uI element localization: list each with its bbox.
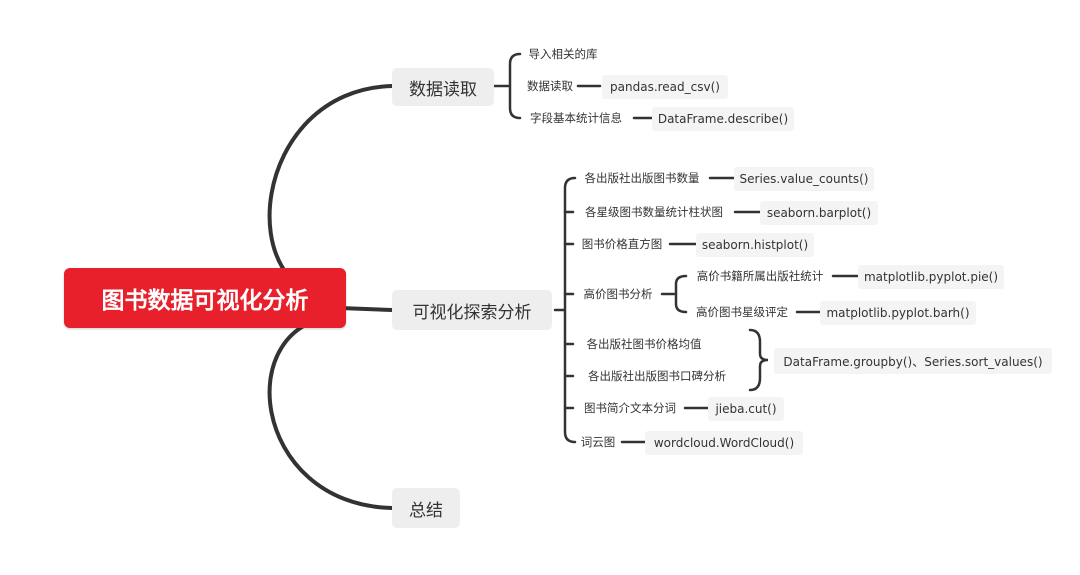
leaf-wordcloud[interactable]: 词云图 <box>580 435 616 449</box>
leaf-reputation[interactable]: 各出版社出版图书口碑分析 <box>588 369 726 383</box>
root-node[interactable]: 图书数据可视化分析 <box>64 268 346 328</box>
leaf-publisher-count[interactable]: 各出版社出版图书数量 <box>584 171 700 185</box>
leaf-segmentation[interactable]: 图书简介文本分词 <box>584 401 676 415</box>
code-wordcloud[interactable]: wordcloud.WordCloud() <box>645 431 803 455</box>
code-barh[interactable]: matplotlib.pyplot.barh() <box>820 301 976 325</box>
leaf-high-price[interactable]: 高价图书分析 <box>583 287 653 301</box>
branch-visual-analysis[interactable]: 可视化探索分析 <box>392 290 552 330</box>
code-pie[interactable]: matplotlib.pyplot.pie() <box>858 265 1004 289</box>
code-value-counts[interactable]: Series.value_counts() <box>734 167 874 191</box>
leaf-read[interactable]: 数据读取 <box>527 79 573 93</box>
branch-summary[interactable]: 总结 <box>392 488 460 528</box>
leaf-field-stats[interactable]: 字段基本统计信息 <box>530 111 622 125</box>
code-describe[interactable]: DataFrame.describe() <box>652 107 794 131</box>
leaf-import-libs[interactable]: 导入相关的库 <box>528 47 598 61</box>
leaf-high-price-star[interactable]: 高价图书星级评定 <box>696 305 788 319</box>
leaf-avg-price[interactable]: 各出版社图书价格均值 <box>586 337 702 351</box>
code-barplot[interactable]: seaborn.barplot() <box>760 201 878 225</box>
leaf-price-hist[interactable]: 图书价格直方图 <box>581 237 663 251</box>
code-jieba-cut[interactable]: jieba.cut() <box>708 397 784 421</box>
code-histplot[interactable]: seaborn.histplot() <box>696 233 814 257</box>
leaf-high-price-publisher[interactable]: 高价书籍所属出版社统计 <box>696 269 824 283</box>
code-groupby[interactable]: DataFrame.groupby()、Series.sort_values() <box>774 348 1052 374</box>
branch-data-read[interactable]: 数据读取 <box>392 68 494 106</box>
code-read-csv[interactable]: pandas.read_csv() <box>602 75 728 99</box>
leaf-star-bar[interactable]: 各星级图书数量统计柱状图 <box>585 205 723 219</box>
